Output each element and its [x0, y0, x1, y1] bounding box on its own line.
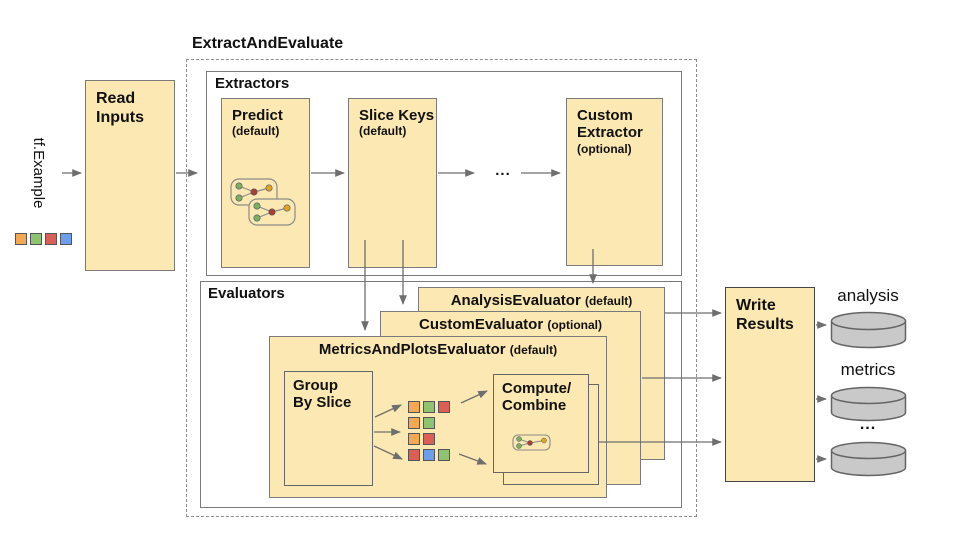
predict-label: Predict — [232, 107, 283, 124]
blue-square — [423, 449, 435, 461]
compute-combine-label-line2: Combine — [502, 397, 567, 415]
metrics-and-plots-evaluator-label: MetricsAndPlotsEvaluator — [318, 341, 506, 358]
metrics-database-icon — [830, 386, 907, 422]
analysis-database-icon — [830, 311, 907, 349]
extract-and-evaluate-container — [186, 59, 697, 517]
extractor-chain-ellipsis: ... — [495, 162, 511, 179]
green-square — [423, 417, 435, 429]
write-results-label: Write Results — [736, 297, 794, 334]
compute-combine-box: Compute/ Combine — [493, 374, 589, 473]
tf-example-label: tf.Example — [30, 137, 47, 209]
diagram-title: ExtractAndEvaluate — [192, 35, 344, 52]
predict-qualifier: (default) — [232, 124, 280, 139]
analysis-evaluator-qualifier: (default) — [584, 294, 633, 308]
extractors-container: Extractors — [206, 71, 682, 276]
red-square — [438, 401, 450, 413]
read-inputs-label: Read Inputs — [96, 90, 144, 127]
evaluators-container: Evaluators — [200, 281, 682, 508]
green-square — [30, 233, 42, 245]
custom-extractor-box: Custom Extractor (optional) — [566, 98, 663, 266]
metrics-and-plots-evaluator-qualifier: (default) — [509, 343, 558, 357]
slice-keys-label: Slice Keys — [359, 107, 435, 124]
custom-evaluator-label: CustomEvaluator — [418, 316, 544, 333]
slice-keys-qualifier: (default) — [359, 124, 407, 139]
orange-square — [408, 417, 420, 429]
green-square — [423, 401, 435, 413]
more-outputs-database-icon — [830, 441, 907, 477]
orange-square — [408, 433, 420, 445]
red-square — [423, 433, 435, 445]
evaluators-label: Evaluators — [208, 285, 285, 302]
analysis-output-label: analysis — [837, 286, 899, 305]
group-by-slice-box: Group By Slice — [284, 371, 373, 486]
green-square — [438, 449, 450, 461]
sliced-examples-squares — [408, 401, 450, 465]
analysis-evaluator-label: AnalysisEvaluator — [450, 292, 581, 309]
extractors-label: Extractors — [215, 75, 290, 92]
red-square — [45, 233, 57, 245]
read-inputs-box: Read Inputs — [85, 80, 175, 271]
metrics-output-label: metrics — [840, 360, 896, 379]
red-square — [408, 449, 420, 461]
custom-evaluator-qualifier: (optional) — [547, 318, 603, 332]
more-outputs-ellipsis: ... — [859, 416, 877, 433]
blue-square — [60, 233, 72, 245]
example-squares-legend — [15, 233, 72, 249]
group-by-slice-label-line1: Group — [293, 377, 338, 394]
write-results-box: Write Results — [725, 287, 815, 482]
custom-extractor-qualifier: (optional) — [577, 141, 632, 156]
custom-extractor-label: Custom Extractor — [577, 107, 643, 142]
orange-square — [408, 401, 420, 413]
orange-square — [15, 233, 27, 245]
group-by-slice-label-line2: By Slice — [293, 394, 352, 412]
slice-keys-extractor-box: Slice Keys (default) — [348, 98, 437, 268]
compute-combine-label-line1: Compute/ — [502, 380, 572, 397]
predict-extractor-box: Predict (default) — [221, 98, 310, 268]
